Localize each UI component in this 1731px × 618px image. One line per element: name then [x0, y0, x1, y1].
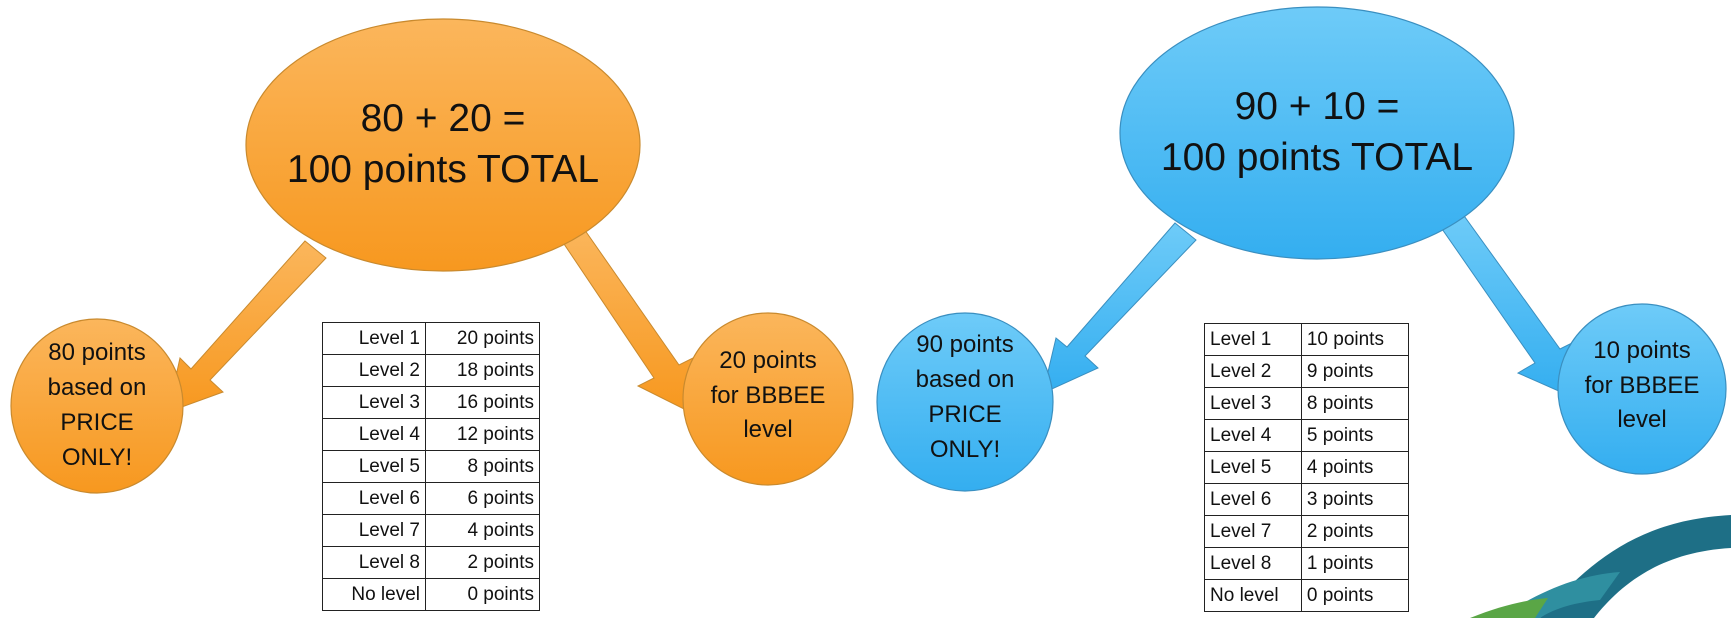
points-cell: 10 points: [1300, 323, 1410, 356]
points-cell: 2 points: [425, 546, 540, 579]
price-circle-right: [876, 312, 1054, 492]
price-label-line: 90 points: [916, 331, 1014, 359]
price-circle-left: [10, 318, 184, 494]
level-cell: Level 8: [1204, 547, 1302, 580]
arrow-right-to-bbbee: [1439, 212, 1577, 397]
points-cell: 6 points: [425, 482, 540, 515]
points-cell: 5 points: [1300, 419, 1410, 452]
points-cell: 12 points: [425, 418, 540, 451]
level-cell: Level 1: [321, 322, 427, 355]
points-cell: 16 points: [425, 386, 540, 419]
bbbee-label-line: 20 points: [719, 346, 817, 374]
main-total-label-right: 90 + 10 = 100 points TOTAL: [1120, 70, 1514, 196]
level-cell: Level 3: [1204, 387, 1302, 420]
price-label-line: PRICE: [60, 409, 134, 436]
level-cell: Level 2: [321, 354, 427, 387]
level-cell: Level 8: [321, 546, 427, 579]
price-label-line: ONLY!: [61, 443, 133, 471]
bbbee-label-line: 10 points: [1593, 336, 1691, 364]
points-cell: 0 points: [425, 578, 540, 611]
bbbee-label-line: for BBBEE: [710, 381, 826, 409]
arrow-left-to-bbbee: [559, 225, 696, 412]
points-cell: 1 points: [1300, 547, 1410, 580]
price-label-line: PRICE: [928, 401, 1002, 428]
level-cell: No level: [1204, 579, 1302, 612]
points-cell: 8 points: [425, 450, 540, 483]
points-cell: 0 points: [1300, 579, 1410, 612]
price-label-line: 80 points: [48, 339, 146, 367]
total-points-line: 100 points TOTAL: [286, 148, 600, 191]
level-cell: Level 6: [321, 482, 427, 515]
points-cell: 4 points: [425, 514, 540, 547]
level-cell: Level 4: [1204, 419, 1302, 452]
main-total-ellipse-right: [1119, 6, 1515, 260]
level-cell: Level 3: [321, 386, 427, 419]
price-label-left: 80 points based on PRICE ONLY!: [17, 330, 177, 482]
total-equation-line: 90 + 10 =: [1234, 85, 1400, 129]
bbbee-circle-left: [682, 312, 854, 486]
bbbee-label-line: level: [743, 416, 793, 444]
total-points-line: 100 points TOTAL: [1160, 136, 1474, 179]
bbbee-label-line: for BBBEE: [1584, 371, 1700, 399]
points-cell: 8 points: [1300, 387, 1410, 420]
points-cell: 3 points: [1300, 483, 1410, 516]
points-cell: 20 points: [425, 322, 540, 355]
main-total-label-left: 80 + 20 = 100 points TOTAL: [246, 82, 640, 208]
level-cell: Level 6: [1204, 483, 1302, 516]
level-cell: Level 7: [321, 514, 427, 547]
price-label-line: based on: [915, 366, 1015, 394]
bbbee-label-right: 10 points for BBBEE level: [1562, 326, 1722, 446]
main-total-ellipse-left: [245, 18, 641, 272]
level-cell: Level 2: [1204, 355, 1302, 388]
total-equation-line: 80 + 20 =: [360, 97, 526, 141]
level-cell: Level 5: [1204, 451, 1302, 484]
level-cell: Level 5: [321, 450, 427, 483]
price-label-right: 90 points based on PRICE ONLY!: [885, 322, 1045, 474]
bbbee-label-line: level: [1617, 406, 1667, 434]
level-cell: Level 4: [321, 418, 427, 451]
logo-swoosh: [1470, 515, 1731, 618]
points-cell: 4 points: [1300, 451, 1410, 484]
arrow-right-to-price: [1042, 222, 1197, 394]
level-cell: No level: [321, 578, 427, 611]
level-cell: Level 1: [1204, 323, 1302, 356]
level-cell: Level 7: [1204, 515, 1302, 548]
arrow-left-to-price: [167, 240, 327, 413]
points-cell: 2 points: [1300, 515, 1410, 548]
points-cell: 9 points: [1300, 355, 1410, 388]
bbbee-label-left: 20 points for BBBEE level: [688, 336, 848, 456]
price-label-line: based on: [47, 374, 147, 402]
bbbee-circle-right: [1557, 303, 1727, 475]
price-label-line: ONLY!: [929, 435, 1001, 463]
points-cell: 18 points: [425, 354, 540, 387]
